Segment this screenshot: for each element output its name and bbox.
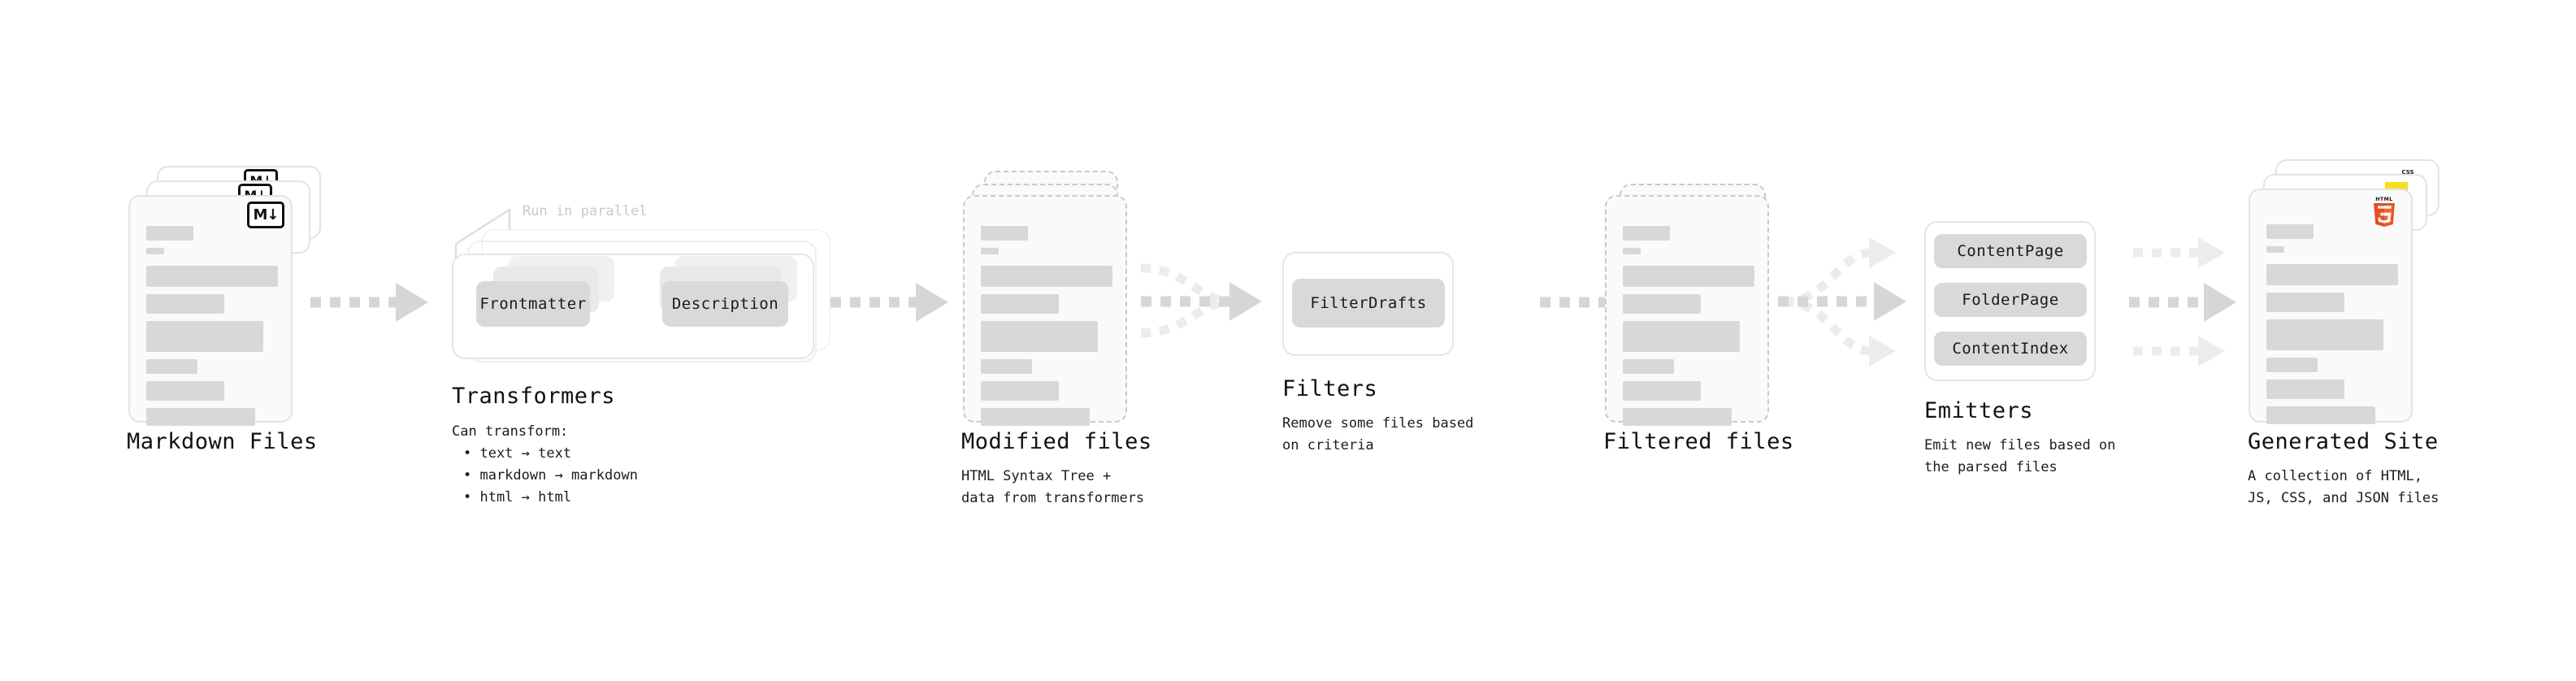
md-badge-letter: M	[253, 206, 267, 223]
transformers-bullet-0: • text → text	[463, 445, 572, 462]
skeleton-line	[2266, 224, 2314, 239]
html5-badge-icon: HTML	[2371, 195, 2397, 228]
skeleton-line	[146, 294, 224, 314]
md-badge-arrow: ↓	[267, 206, 279, 223]
skeleton-line	[1623, 226, 1670, 241]
transformer-pill-description[interactable]: Description	[662, 281, 788, 327]
emitter-pill-folderpage[interactable]: FolderPage	[1934, 283, 2087, 317]
skeleton-line	[1623, 266, 1754, 287]
skeleton-line	[146, 266, 278, 287]
skeleton-line	[981, 359, 1032, 374]
skeleton-line	[146, 321, 263, 352]
markdown-files-title: Markdown Files	[127, 429, 318, 454]
skeleton-line	[2266, 319, 2383, 350]
skeleton-line	[981, 226, 1028, 241]
emitters-title: Emitters	[1924, 398, 2034, 423]
skeleton-line	[1623, 408, 1732, 426]
skeleton-line	[1623, 321, 1740, 352]
svg-text:HTML: HTML	[2375, 197, 2393, 202]
skeleton-line	[981, 321, 1098, 352]
skeleton-line	[2266, 264, 2398, 285]
transformer-pill-frontmatter[interactable]: Frontmatter	[476, 281, 590, 327]
filters-subtitle: Remove some files based on criteria	[1282, 415, 1474, 454]
arrow-modified-to-filters	[1140, 263, 1262, 338]
arrow-transformers-to-modified	[830, 283, 948, 322]
md-badge-icon: M↓	[247, 202, 284, 228]
skeleton-line	[1623, 294, 1701, 314]
skeleton-line	[981, 294, 1059, 314]
generated-site-title: Generated Site	[2248, 429, 2439, 454]
filtered-doc-front	[1605, 195, 1769, 426]
skeleton-line	[146, 359, 197, 374]
skeleton-line	[1623, 359, 1674, 374]
skeleton-line	[981, 408, 1090, 426]
emitter-pill-contentpage[interactable]: ContentPage	[1934, 234, 2087, 268]
filtered-files-title: Filtered files	[1603, 429, 1794, 454]
markdown-doc-skeleton	[146, 226, 278, 433]
svg-text:CSS: CSS	[2401, 169, 2413, 176]
generated-doc-front	[2249, 189, 2413, 424]
modified-files-title: Modified files	[961, 429, 1152, 454]
transformers-bullet-2: • html → html	[463, 489, 572, 505]
arrow-markdown-to-transformers	[310, 283, 428, 322]
skeleton-line	[2266, 380, 2344, 399]
skeleton-line	[2266, 406, 2375, 424]
skeleton-line	[146, 248, 164, 254]
skeleton-line	[146, 381, 224, 401]
modified-doc-front	[963, 195, 1127, 426]
skeleton-line	[981, 381, 1059, 401]
skeleton-line	[981, 266, 1112, 287]
filter-pill-filterdrafts[interactable]: FilterDrafts	[1292, 279, 1445, 327]
skeleton-line	[1623, 248, 1641, 254]
skeleton-line	[1623, 381, 1701, 401]
skeleton-line	[2266, 358, 2318, 372]
transformers-title: Transformers	[452, 384, 616, 409]
transformers-bullet-1: • markdown → markdown	[463, 467, 638, 484]
emitter-pill-contentindex[interactable]: ContentIndex	[1934, 332, 2087, 366]
markdown-doc-front	[128, 195, 293, 426]
emitters-subtitle: Emit new files based on the parsed files	[1924, 437, 2116, 476]
skeleton-line	[146, 226, 193, 241]
run-in-parallel-note: Run in parallel	[523, 203, 648, 219]
arrow-filtered-to-emitters	[1778, 237, 1906, 367]
generated-site-subtitle: A collection of HTML, JS, CSS, and JSON …	[2248, 468, 2439, 507]
skeleton-line	[2266, 293, 2344, 312]
filtered-doc-skeleton	[1623, 226, 1754, 433]
modified-doc-skeleton	[981, 226, 1112, 433]
transformers-subhead: Can transform:	[452, 423, 569, 440]
modified-files-subtitle: HTML Syntax Tree + data from transformer…	[961, 468, 1145, 507]
arrow-emitters-to-generated	[2129, 237, 2236, 367]
filters-title: Filters	[1282, 376, 1378, 401]
generated-doc-skeleton	[2266, 224, 2398, 432]
skeleton-line	[2266, 246, 2284, 253]
skeleton-line	[146, 408, 255, 426]
skeleton-line	[981, 248, 999, 254]
